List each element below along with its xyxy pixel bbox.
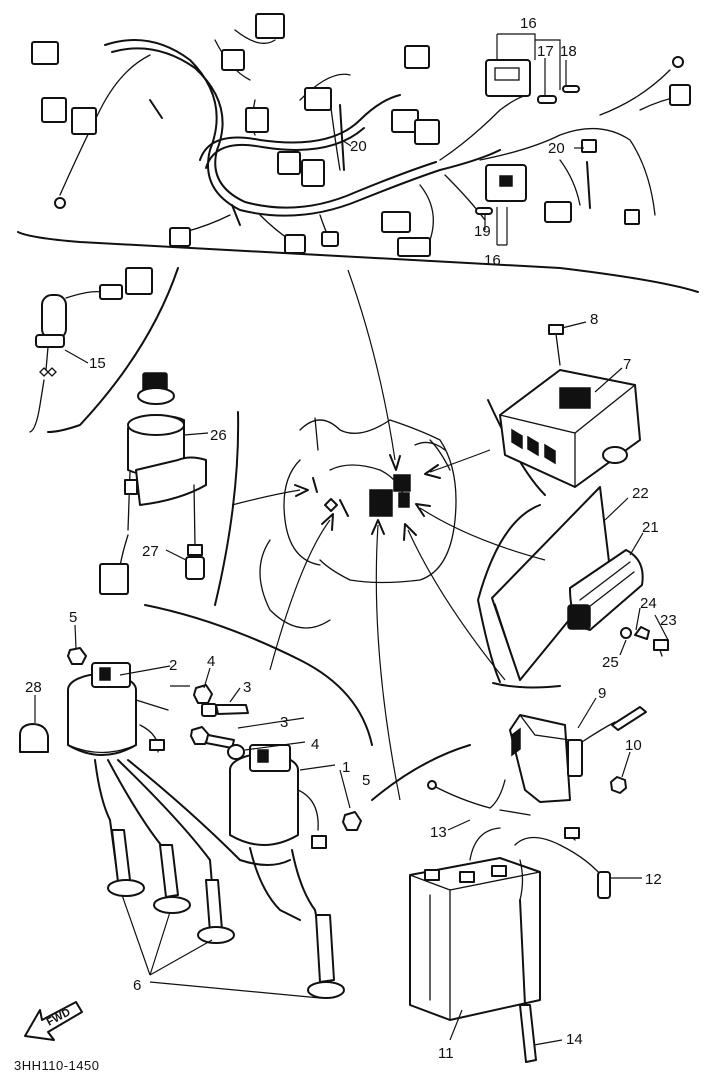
callout-27: 27: [142, 543, 159, 560]
callout-14: 14: [566, 1031, 583, 1048]
igniter-unit-7: [499, 324, 641, 488]
callout-22: 22: [632, 485, 649, 502]
bracket-22: [491, 486, 669, 681]
spark-plug-caps-6: [107, 829, 345, 999]
callout-4-upper: 4: [207, 653, 215, 670]
callout-17: 17: [537, 43, 554, 60]
callout-21: 21: [642, 519, 659, 536]
callout-11: 11: [438, 1045, 454, 1062]
callout-24: 24: [640, 595, 657, 612]
location-arrows: [231, 269, 546, 801]
callout-12: 12: [645, 871, 662, 888]
callout-3-lower: 3: [280, 714, 288, 731]
callout-9: 9: [598, 685, 606, 702]
hi-tension-leads: [94, 759, 326, 961]
callout-2: 2: [169, 657, 177, 674]
diagram-caption: 3HH110-1450: [14, 1058, 100, 1073]
battery-11: [409, 779, 611, 1063]
ignition-coil-2: [67, 662, 169, 756]
callout-20-left: 20: [350, 138, 367, 155]
leader-lines: [34, 33, 669, 1046]
callout-6: 6: [133, 977, 141, 994]
small-hardware: [19, 647, 362, 831]
callout-4-lower: 4: [311, 736, 319, 753]
callout-7: 7: [623, 356, 631, 373]
callout-20-right: 20: [548, 140, 565, 157]
callout-5-left: 5: [69, 609, 77, 626]
callout-5-right: 5: [362, 772, 370, 789]
callout-23: 23: [660, 612, 677, 629]
callout-labels: 1 2 3 3 4 4 5 5 6 7 8 9 10 11 12 13 14 1…: [25, 15, 677, 1062]
callout-18: 18: [560, 43, 577, 60]
callout-16-bottom: 16: [484, 252, 501, 269]
ignition-coil-1: [229, 744, 327, 849]
callout-19: 19: [474, 223, 491, 240]
callout-3-upper: 3: [243, 679, 251, 696]
callout-16-top: 16: [520, 15, 537, 32]
wire-harness: [59, 29, 686, 241]
callout-28: 28: [25, 679, 42, 696]
callout-1: 1: [342, 759, 350, 776]
starter-relay-9: [509, 706, 647, 803]
callout-8: 8: [590, 311, 598, 328]
harness-connectors: [31, 13, 691, 257]
callout-25: 25: [602, 654, 619, 671]
fwd-arrow: FWD: [24, 1001, 83, 1041]
callout-10: 10: [625, 737, 642, 754]
callout-15: 15: [89, 355, 106, 372]
ignition-switch-26: [99, 372, 207, 595]
callout-13: 13: [430, 824, 447, 841]
motorcycle-outline: [259, 417, 457, 629]
callout-26: 26: [210, 427, 227, 444]
main-switch-15: [29, 267, 153, 433]
